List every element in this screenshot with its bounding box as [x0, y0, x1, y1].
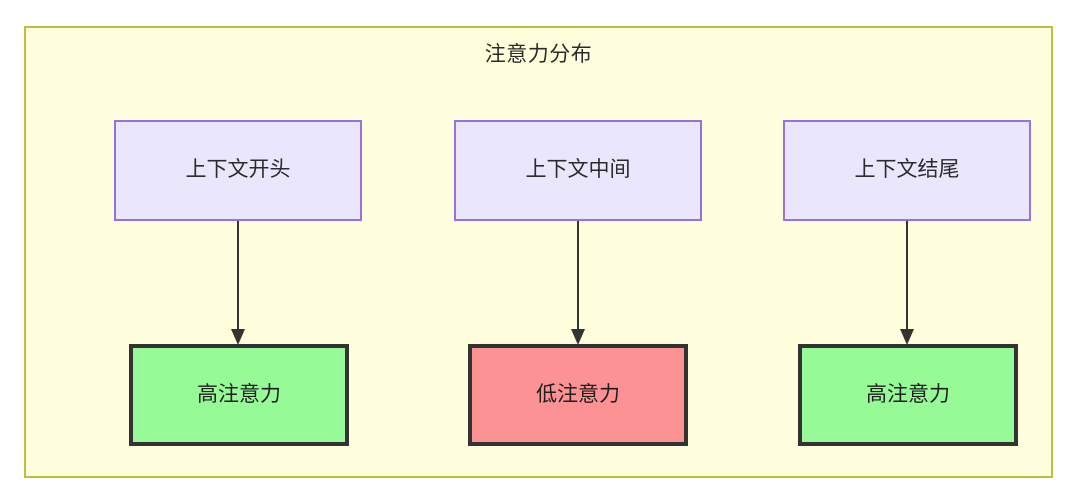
- column-context-start: 上下文开头 高注意力: [26, 28, 1051, 476]
- subgraph-title: 注意力分布: [484, 43, 593, 66]
- node-attention-middle[interactable]: 低注意力: [468, 344, 688, 446]
- node-attention-start[interactable]: 高注意力: [129, 344, 349, 446]
- node-attention-end-label: 高注意力: [866, 382, 950, 406]
- node-context-start-label: 上下文开头: [185, 158, 291, 182]
- arrowhead-icon: [571, 329, 585, 345]
- node-attention-start-label: 高注意力: [197, 382, 281, 406]
- node-attention-middle-label: 低注意力: [536, 382, 620, 406]
- edge-context-middle-to-attention: [571, 221, 585, 345]
- node-context-end[interactable]: 上下文结尾: [783, 120, 1031, 221]
- node-context-middle-label: 上下文中间: [525, 158, 631, 182]
- column-context-end: 上下文结尾 高注意力: [26, 28, 1051, 476]
- node-attention-end[interactable]: 高注意力: [798, 344, 1018, 446]
- edge-context-start-to-attention: [231, 221, 245, 345]
- node-context-middle[interactable]: 上下文中间: [454, 120, 702, 221]
- column-context-middle: 上下文中间 低注意力: [26, 28, 1051, 476]
- arrowhead-icon: [231, 329, 245, 345]
- node-context-end-label: 上下文结尾: [854, 158, 960, 182]
- arrowhead-icon: [900, 329, 914, 345]
- subgraph-container: 注意力分布 上下文开头 高注意力 上下文中间: [24, 26, 1053, 478]
- node-context-start[interactable]: 上下文开头: [114, 120, 362, 221]
- edge-context-end-to-attention: [900, 221, 914, 345]
